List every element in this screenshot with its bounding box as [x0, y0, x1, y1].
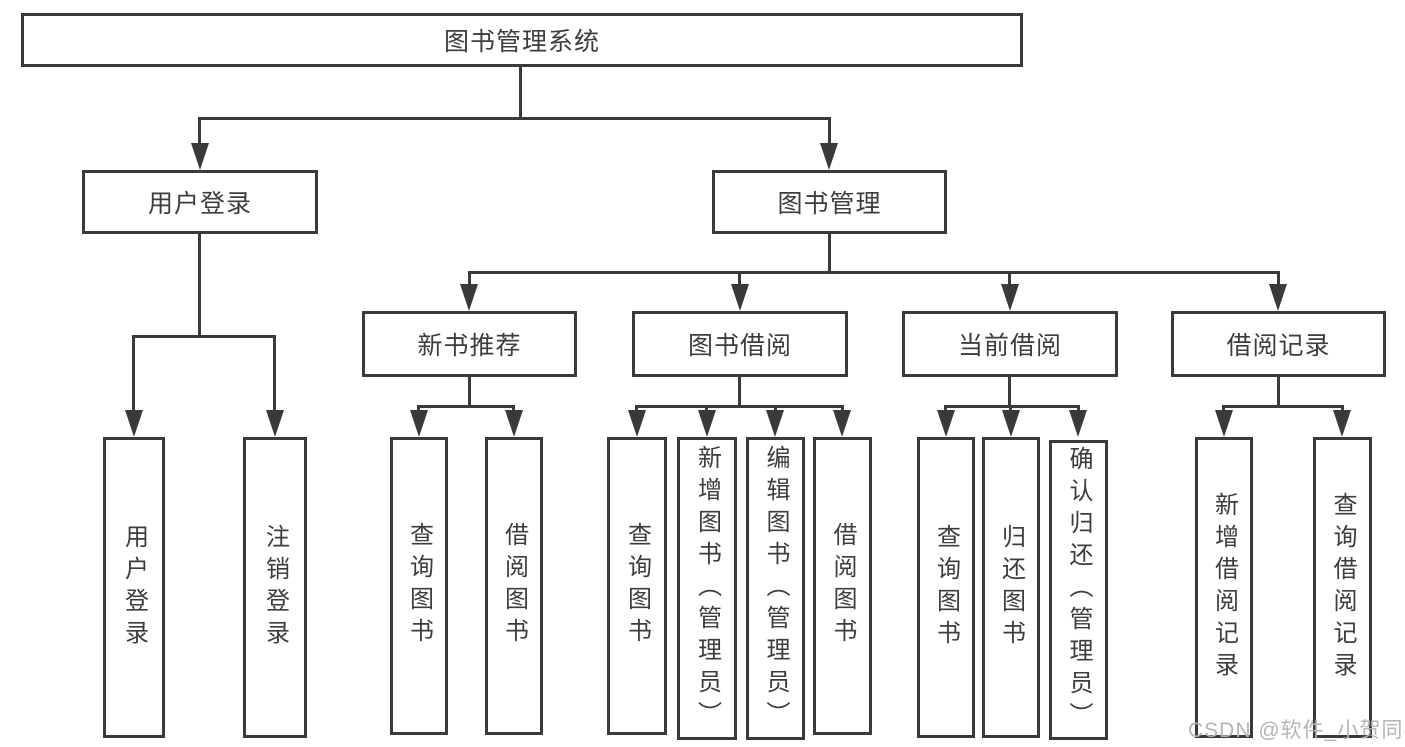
node-leaf-query-books-3: 查询图书	[917, 437, 975, 738]
connector-drop-login	[132, 335, 135, 410]
connector-drop	[1222, 405, 1225, 410]
connector-arrow-down	[833, 410, 851, 437]
connector-drop-logout	[273, 335, 276, 410]
connector-drop	[774, 405, 777, 410]
connector-arrow-down	[766, 410, 784, 437]
node-book-borrow-label: 图书借阅	[687, 332, 792, 360]
connector-arrow-down	[505, 410, 523, 437]
connector-arrow-down	[410, 410, 428, 437]
connector-drop	[417, 405, 420, 410]
node-leaf-query-books-2: 查询图书	[607, 437, 667, 735]
connector-drop	[1009, 405, 1012, 410]
connector-arrow-down	[698, 410, 716, 437]
connector-book-borrow-rail	[635, 405, 844, 408]
node-leaf-confirm-return-admin-label: 确认归还（管理员）	[1065, 446, 1092, 734]
node-borrow-records: 借阅记录	[1171, 311, 1386, 377]
connector-drop-borrow-records	[1277, 271, 1280, 284]
node-leaf-borrow-books-1: 借阅图书	[485, 437, 543, 735]
connector-book-borrow-stub	[738, 377, 741, 405]
connector-arrow-down	[125, 410, 143, 437]
node-book-borrow: 图书借阅	[632, 311, 848, 377]
node-user-login: 用户登录	[82, 170, 318, 234]
connector-root-rail	[198, 117, 831, 120]
connector-drop-current-borrow	[1008, 271, 1011, 284]
node-new-book-recommend-label: 新书推荐	[417, 332, 522, 360]
node-borrow-records-label: 借阅记录	[1226, 332, 1331, 360]
connector-drop	[1341, 405, 1344, 410]
connector-drop-user-login	[198, 117, 201, 143]
connector-borrow-records-rail	[1222, 405, 1344, 408]
node-leaf-query-books-1: 查询图书	[390, 437, 448, 735]
connector-drop	[1077, 405, 1080, 410]
connector-arrow-down	[820, 143, 838, 170]
node-leaf-add-borrow-record: 新增借阅记录	[1195, 437, 1253, 738]
node-leaf-edit-book-admin: 编辑图书（管理员）	[746, 437, 805, 740]
connector-current-borrow-rail	[944, 405, 1080, 408]
connector-root-stub	[519, 67, 522, 117]
connector-new-book-stub	[468, 377, 471, 405]
connector-drop-book-management	[828, 117, 831, 143]
connector-user-login-stub	[198, 234, 201, 335]
connector-new-book-rail	[417, 405, 515, 408]
connector-arrow-down	[1333, 410, 1351, 437]
node-leaf-user-login: 用户登录	[103, 437, 165, 738]
csdn-watermark: CSDN @软件_小贺同学	[1188, 719, 1405, 742]
node-leaf-borrow-books-2-label: 借阅图书	[829, 522, 856, 650]
connector-drop	[635, 405, 638, 410]
connector-drop	[705, 405, 708, 410]
connector-arrow-down	[266, 410, 284, 437]
node-current-borrow: 当前借阅	[902, 311, 1118, 377]
connector-drop	[944, 405, 947, 410]
node-leaf-query-books-2-label: 查询图书	[623, 522, 651, 650]
connector-drop	[512, 405, 515, 410]
node-leaf-edit-book-admin-label: 编辑图书（管理员）	[762, 444, 789, 733]
node-root-label: 图书管理系统	[443, 28, 600, 56]
node-leaf-add-book-admin-label: 新增图书（管理员）	[693, 444, 721, 733]
connector-arrow-down	[1269, 284, 1287, 311]
connector-arrow-down	[1069, 410, 1087, 437]
node-leaf-query-books-1-label: 查询图书	[405, 522, 433, 650]
node-current-borrow-label: 当前借阅	[957, 332, 1062, 360]
node-root: 图书管理系统	[21, 13, 1023, 67]
connector-borrow-records-stub	[1277, 377, 1280, 405]
connector-arrow-down	[1002, 410, 1020, 437]
node-leaf-add-book-admin: 新增图书（管理员）	[677, 437, 737, 740]
node-leaf-confirm-return-admin: 确认归还（管理员）	[1049, 440, 1108, 740]
node-leaf-query-borrow-record: 查询借阅记录	[1313, 437, 1372, 738]
connector-user-login-rail	[132, 335, 276, 338]
node-leaf-borrow-books-2: 借阅图书	[813, 437, 872, 735]
connector-arrow-down	[937, 410, 955, 437]
node-leaf-return-books-label: 归还图书	[997, 523, 1025, 652]
node-leaf-logout-label: 注销登录	[261, 523, 289, 652]
node-leaf-logout: 注销登录	[243, 437, 307, 738]
node-book-management: 图书管理	[712, 170, 947, 234]
node-new-book-recommend: 新书推荐	[362, 311, 577, 377]
node-leaf-query-books-3-label: 查询图书	[932, 523, 960, 652]
node-book-management-label: 图书管理	[777, 190, 882, 218]
connector-arrow-down	[191, 143, 209, 170]
node-leaf-return-books: 归还图书	[982, 437, 1040, 738]
connector-drop-new-book	[468, 271, 471, 284]
node-leaf-query-borrow-record-label: 查询借阅记录	[1329, 491, 1356, 684]
connector-book-management-stub	[828, 234, 831, 271]
connector-arrow-down	[1001, 284, 1019, 311]
node-leaf-add-borrow-record-label: 新增借阅记录	[1210, 491, 1238, 684]
connector-arrow-down	[1215, 410, 1233, 437]
connector-current-borrow-stub	[1008, 377, 1011, 405]
connector-arrow-down	[731, 284, 749, 311]
connector-arrow-down	[628, 410, 646, 437]
node-leaf-borrow-books-1-label: 借阅图书	[500, 522, 528, 650]
connector-drop	[841, 405, 844, 410]
connector-arrow-down	[460, 284, 478, 311]
node-user-login-label: 用户登录	[147, 190, 252, 218]
connector-book-management-rail	[468, 271, 1280, 274]
node-leaf-user-login-label: 用户登录	[120, 523, 148, 652]
connector-drop-book-borrow	[738, 271, 741, 284]
